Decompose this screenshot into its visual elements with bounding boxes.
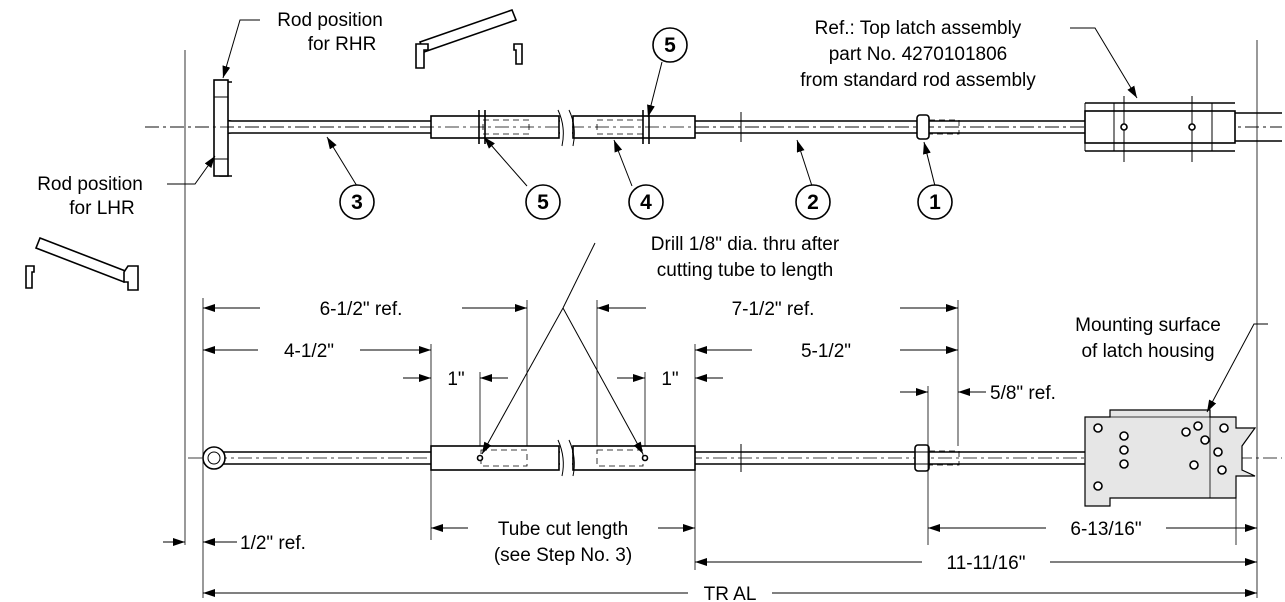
label-drill-1: Drill 1/8" dia. thru after <box>651 234 840 255</box>
dim-tral: TR AL <box>704 584 757 602</box>
dim-1-2-ref: 1/2" ref. <box>240 533 306 554</box>
label-tube-cut-1: Tube cut length <box>498 519 628 540</box>
callout-1: 1 <box>929 191 941 214</box>
nut-1 <box>916 114 930 140</box>
rod-position-lhr-sketch <box>25 236 139 291</box>
rod-eye-end <box>202 446 226 470</box>
dim-5-1-2: 5-1/2" <box>801 341 851 362</box>
label-ref-latch-3: from standard rod assembly <box>800 70 1036 91</box>
callout-3: 3 <box>351 191 363 214</box>
dim-7-1-2-ref: 7-1/2" ref. <box>732 299 815 320</box>
dim-1-left: 1" <box>447 369 464 390</box>
label-rod-rhr-1: Rod position <box>277 10 383 31</box>
label-drill-2: cutting tube to length <box>657 260 833 281</box>
dim-6-13-16: 6-13/16" <box>1070 519 1141 540</box>
label-ref-latch-1: Ref.: Top latch assembly <box>815 18 1022 39</box>
rod-position-rhr-sketch <box>415 8 523 69</box>
top-view <box>145 79 1282 177</box>
label-ref-latch-2: part No. 4270101806 <box>829 44 1008 65</box>
dim-1-right: 1" <box>661 369 678 390</box>
dim-11-11-16: 11-11/16" <box>947 553 1026 574</box>
drill-leaders <box>481 242 1268 455</box>
callout-5-top: 5 <box>664 34 676 57</box>
dimension-texts: 6-1/2" ref. 7-1/2" ref. 4-1/2" 5-1/2" 1"… <box>240 299 1142 602</box>
dimension-lines <box>163 304 1257 597</box>
bottom-view <box>188 409 1282 507</box>
dim-4-1-2: 4-1/2" <box>284 341 334 362</box>
label-mount-2: of latch housing <box>1081 341 1214 362</box>
top-labels: Rod position for RHR Rod position for LH… <box>37 10 1036 219</box>
label-rod-lhr-1: Rod position <box>37 174 143 195</box>
callout-4: 4 <box>640 191 652 214</box>
label-rod-lhr-2: for LHR <box>69 198 134 219</box>
latch-housing-top <box>1084 110 1236 144</box>
dim-5-8-ref: 5/8" ref. <box>990 383 1056 404</box>
label-mount-1: Mounting surface <box>1075 315 1221 336</box>
latch-housing <box>1084 409 1257 507</box>
label-tube-cut-2: (see Step No. 3) <box>494 545 632 566</box>
bottom-labels: Drill 1/8" dia. thru after cutting tube … <box>494 234 1221 566</box>
dim-6-1-2-ref: 6-1/2" ref. <box>320 299 403 320</box>
callout-2: 2 <box>807 191 819 214</box>
nut-bottom <box>914 444 930 472</box>
callouts: 5 3 5 4 2 1 <box>339 27 953 220</box>
callout-5: 5 <box>537 191 549 214</box>
label-rod-rhr-2: for RHR <box>308 34 377 55</box>
top-leaders <box>167 19 1138 187</box>
